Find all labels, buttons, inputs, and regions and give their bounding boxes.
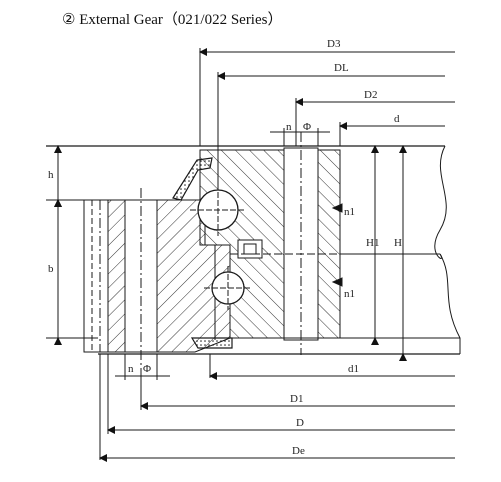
label-D2: D2 (364, 89, 377, 101)
label-D: D (296, 417, 304, 429)
bottom-seal (190, 337, 233, 349)
label-h: h (48, 169, 54, 181)
label-d: d (394, 113, 400, 125)
inner-bolt-hole (124, 199, 158, 353)
label-n-bottom: n (128, 363, 134, 375)
label-phi-top: Φ (303, 121, 311, 133)
label-H: H (394, 237, 402, 249)
label-phi-bottom: Φ (143, 363, 151, 375)
label-D1: D1 (290, 393, 303, 405)
diagram-title: ② External Gear（021/022 Series） (62, 12, 283, 28)
label-H1: H1 (366, 237, 379, 249)
label-De: De (292, 445, 305, 457)
n1-lower-pointer (331, 277, 343, 287)
label-n1-upper: n1 (344, 206, 355, 218)
label-DL: DL (334, 62, 349, 74)
n1-upper-pointer (331, 203, 343, 213)
gear-teeth-region (83, 199, 109, 353)
top-seal (172, 157, 213, 201)
label-b: b (48, 263, 54, 275)
label-n-top: n (286, 121, 292, 133)
label-n1-lower: n1 (344, 288, 355, 300)
label-d1: d1 (348, 363, 359, 375)
label-D3: D3 (327, 38, 341, 50)
